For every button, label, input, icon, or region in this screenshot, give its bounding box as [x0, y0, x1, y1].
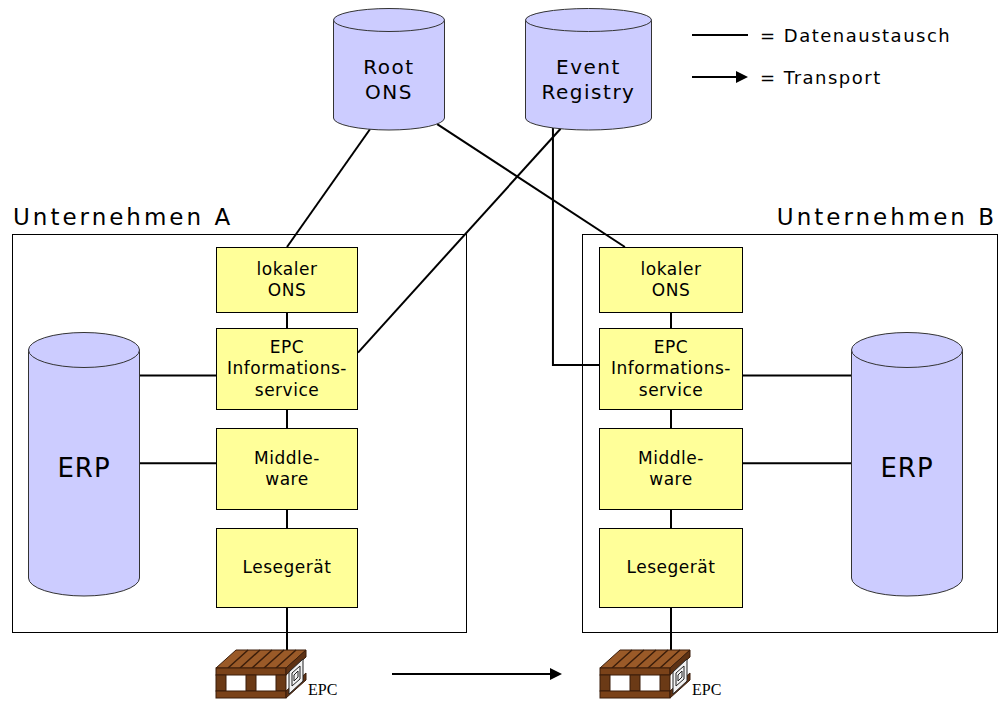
- database-cylinder: Root ONS: [333, 8, 445, 130]
- cylinder-top: [334, 9, 445, 32]
- node-label: Lesegerät: [219, 557, 355, 578]
- heading-holder: Unternehmen B: [777, 203, 997, 232]
- company-boundary: lokaler ONS EPC Informations- serviceMidd…: [582, 234, 998, 633]
- legend-text: = Transport: [760, 67, 882, 88]
- tag-label: EPC: [308, 681, 337, 699]
- text-holder: EPC Informations- service: [217, 329, 357, 409]
- company-name: Unternehmen A: [13, 203, 233, 232]
- text-holder: ERP: [28, 332, 140, 596]
- component-box: lokaler ONS: [599, 247, 743, 313]
- legend-line: [692, 34, 748, 36]
- text-holder: lokaler ONS: [600, 248, 742, 312]
- cylinder-top: [526, 9, 652, 32]
- legend-item: = Transport: [690, 65, 882, 89]
- text-holder: Event Registry: [525, 8, 652, 130]
- data-exchange-line: [358, 129, 561, 353]
- database-cylinder: ERP: [851, 332, 963, 596]
- text-holder: Root ONS: [333, 8, 445, 130]
- tag-label: EPC: [692, 681, 721, 699]
- data-exchange-line: [670, 410, 672, 428]
- data-exchange-line: [286, 313, 288, 328]
- text-holder: EPC Informations- service: [600, 329, 742, 409]
- text-holder: Lesegerät: [217, 529, 357, 607]
- cylinder-top: [29, 333, 140, 368]
- data-exchange-line: [286, 510, 288, 528]
- company-name: Unternehmen B: [777, 203, 997, 232]
- cylinder-body: [526, 20, 652, 130]
- node-label: EPC Informations- service: [218, 337, 356, 401]
- reader-link: [670, 608, 672, 652]
- node-label: EPC Informations- service: [602, 337, 740, 401]
- data-exchange-line: [670, 313, 672, 328]
- data-exchange-line: [743, 375, 851, 377]
- legend-sample: [690, 23, 750, 47]
- legend-arrow-head: [736, 71, 748, 83]
- text-holder: lokaler ONS: [217, 248, 357, 312]
- company-boundary: lokaler ONS EPC Informations- serviceMidd…: [12, 234, 467, 633]
- component-box: Middle- ware: [599, 428, 743, 510]
- component-box: lokaler ONS: [216, 247, 358, 313]
- cylinder-body: [29, 350, 140, 596]
- data-exchange-line: [286, 410, 288, 428]
- transport-arrow: [392, 673, 560, 675]
- pallet-illustration: [216, 650, 306, 698]
- cylinder-top: [852, 333, 963, 368]
- node-label: Middle- ware: [239, 448, 335, 491]
- legend-text: = Datenaustausch: [760, 25, 951, 46]
- legend-arrow-line: [692, 76, 738, 78]
- cylinder-body: [334, 20, 445, 130]
- component-box: Lesegerät: [599, 528, 743, 608]
- data-exchange-line: [670, 510, 672, 528]
- node-label: Event Registry: [531, 55, 646, 105]
- node-label: Root ONS: [349, 55, 429, 105]
- component-box: EPC Informations- service: [599, 328, 743, 410]
- database-cylinder: Event Registry: [525, 8, 652, 130]
- component-box: Middle- ware: [216, 428, 358, 510]
- legend-item: = Datenaustausch: [690, 23, 951, 47]
- node-label: Middle- ware: [623, 448, 719, 491]
- reader-link: [286, 608, 288, 652]
- node-label: lokaler ONS: [242, 259, 332, 302]
- legend-sample: [690, 65, 750, 89]
- heading-holder: Unternehmen A: [13, 203, 233, 232]
- data-exchange-line: [553, 128, 599, 365]
- component-box: EPC Informations- service: [216, 328, 358, 410]
- data-exchange-line: [287, 129, 370, 247]
- text-holder: Middle- ware: [600, 429, 742, 509]
- text-holder: Middle- ware: [217, 429, 357, 509]
- node-label: ERP: [857, 452, 957, 485]
- data-exchange-line: [743, 462, 851, 464]
- node-label: ERP: [34, 452, 134, 485]
- database-cylinder: ERP: [28, 332, 140, 596]
- node-label: Lesegerät: [603, 557, 739, 578]
- data-exchange-line: [140, 462, 216, 464]
- component-box: Lesegerät: [216, 528, 358, 608]
- node-label: lokaler ONS: [626, 259, 716, 302]
- data-exchange-line: [140, 375, 216, 377]
- pallet-illustration: [600, 650, 690, 698]
- cylinder-body: [852, 350, 963, 596]
- text-holder: Lesegerät: [600, 529, 742, 607]
- data-exchange-line: [437, 124, 625, 247]
- text-holder: ERP: [851, 332, 963, 596]
